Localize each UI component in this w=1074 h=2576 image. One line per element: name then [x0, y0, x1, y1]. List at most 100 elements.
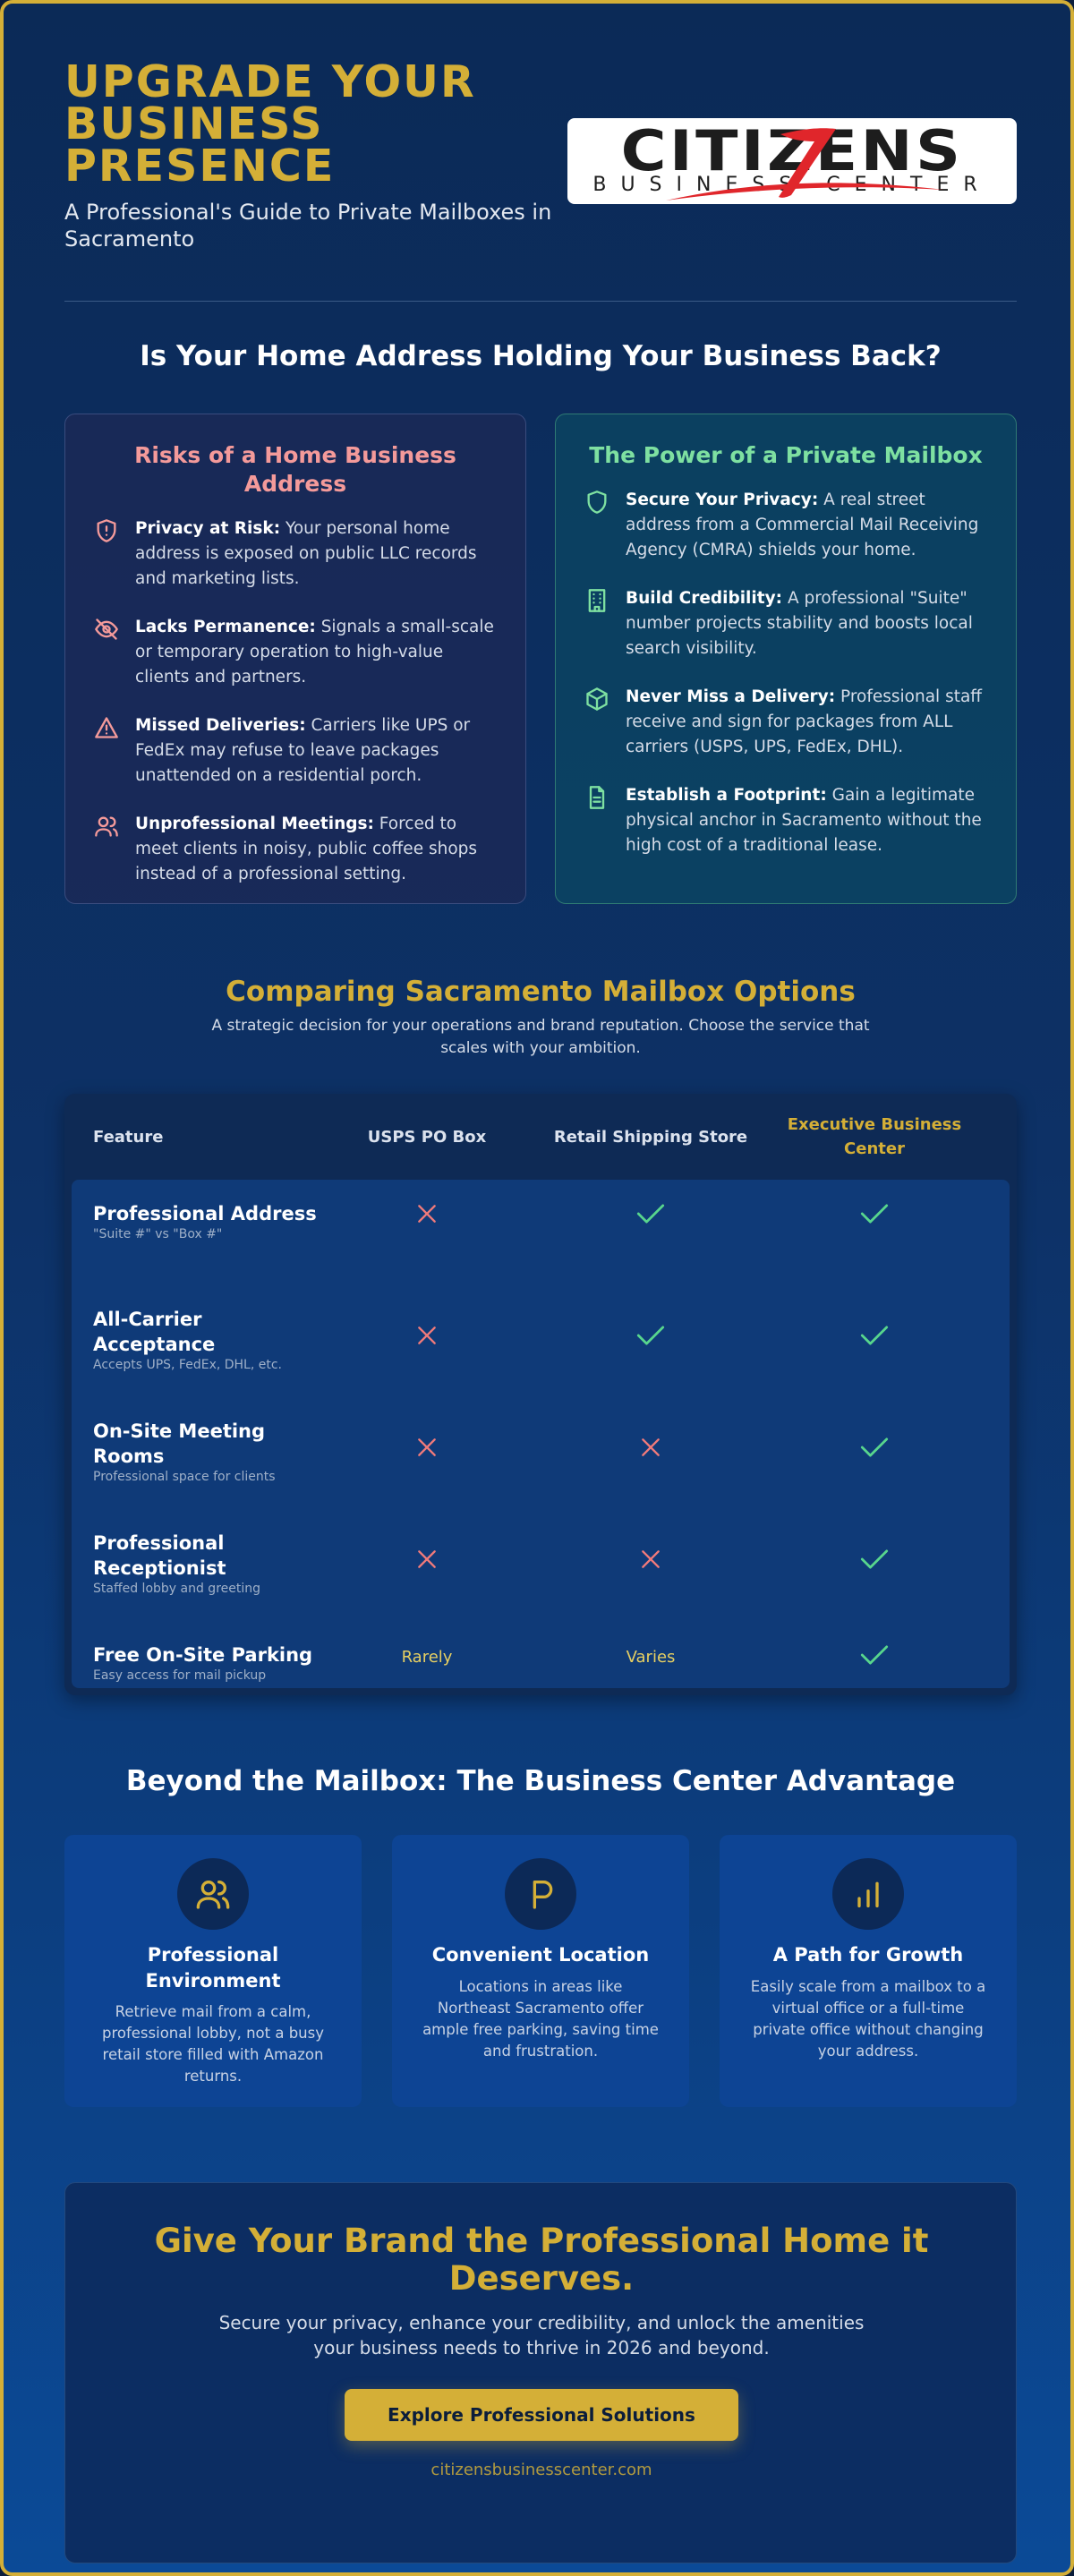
- advantage-card: A Path for Growth Easily scale from a ma…: [720, 1835, 1017, 2107]
- feature-description: Staffed lobby and greeting: [93, 1582, 261, 1596]
- cross-icon: [415, 1324, 439, 1351]
- risks-card: Risks of a Home Business Address Privacy…: [64, 414, 526, 904]
- table-cell: [315, 1543, 539, 1579]
- advantage-card-text: Locations in areas like Northeast Sacram…: [422, 1978, 659, 2060]
- feature-name: Free On-Site Parking: [93, 1644, 313, 1666]
- feature-description: Accepts UPS, FedEx, DHL, etc.: [93, 1358, 283, 1372]
- intro-title: Is Your Home Address Holding Your Busine…: [140, 340, 942, 372]
- advantage-card-title: Professional Environment: [145, 1944, 281, 1992]
- table-row: Professional Address "Suite #" vs "Box #": [72, 1180, 1010, 1285]
- header-usps: USPS PO Box: [367, 1127, 487, 1147]
- cross-icon: [639, 1436, 662, 1463]
- package-icon: [586, 687, 608, 711]
- users-icon: [196, 1881, 230, 1909]
- advantage-card-title: Convenient Location: [431, 1944, 650, 1966]
- check-icon: [860, 1324, 889, 1351]
- check-icon: [860, 1202, 889, 1229]
- advantage-title: Beyond the Mailbox: The Business Center …: [125, 1765, 956, 1797]
- risk-item: Privacy at Risk: Your personal home addr…: [94, 516, 497, 592]
- header-retail: Retail Shipping Store: [553, 1127, 748, 1147]
- table-cell: [763, 1198, 986, 1233]
- website-link[interactable]: citizensbusinesscenter.com: [430, 2461, 652, 2479]
- table-cell: [315, 1319, 539, 1355]
- table-cell: [539, 1319, 763, 1355]
- explore-solutions-button[interactable]: Explore Professional Solutions: [345, 2389, 738, 2441]
- feature-name: On-Site Meeting Rooms: [93, 1420, 266, 1467]
- warning-triangle-icon: [95, 717, 118, 738]
- advantage-card: Convenient Location Locations in areas l…: [392, 1835, 689, 2107]
- hero-subtitle: A Professional's Guide to Private Mailbo…: [64, 200, 552, 252]
- value-text: Varies: [626, 1647, 676, 1667]
- power-title: The Power of a Private Mailbox: [589, 442, 983, 468]
- advantage-card: Professional Environment Retrieve mail f…: [64, 1835, 362, 2107]
- feature-name: Professional Address: [93, 1203, 317, 1224]
- table-cell: [763, 1543, 986, 1579]
- parking-icon: [533, 1881, 553, 1909]
- cta-section: Give Your Brand the Professional Home it…: [64, 2182, 1017, 2563]
- feature-description: Easy access for mail pickup: [93, 1668, 267, 1683]
- risk-item: Unprofessional Meetings: Forced to meet …: [94, 812, 497, 887]
- shield-alert-icon: [97, 519, 116, 542]
- table-body: Professional Address "Suite #" vs "Box #"…: [72, 1180, 1010, 1688]
- hero-title: UPGRADE YOUR BUSINESS PRESENCE: [64, 56, 476, 192]
- risk-item: Missed Deliveries: Carriers like UPS or …: [94, 713, 497, 789]
- risks-title: Risks of a Home Business Address: [134, 442, 456, 497]
- check-icon: [636, 1202, 665, 1229]
- table-cell: [315, 1431, 539, 1467]
- power-item: Establish a Footprint: Gain a legitimate…: [584, 783, 987, 858]
- table-cell: [763, 1431, 986, 1467]
- check-icon: [860, 1436, 889, 1463]
- feature-description: Professional space for clients: [93, 1470, 276, 1484]
- users-icon: [95, 816, 118, 837]
- cta-title: Give Your Brand the Professional Home it…: [154, 2222, 929, 2298]
- feature-description: "Suite #" vs "Box #": [93, 1227, 223, 1241]
- cross-icon: [639, 1548, 662, 1574]
- cross-icon: [415, 1436, 439, 1463]
- advantage-card-title: A Path for Growth: [772, 1944, 964, 1966]
- eye-off-icon: [95, 618, 118, 640]
- header-divider: [64, 301, 1017, 302]
- document-icon: [589, 786, 605, 809]
- table-cell: [539, 1431, 763, 1467]
- table-cell: [315, 1198, 539, 1233]
- header-feature: Feature: [93, 1127, 164, 1147]
- check-icon: [860, 1643, 889, 1670]
- table-cell: [539, 1198, 763, 1233]
- power-item: Build Credibility: A professional "Suite…: [584, 586, 987, 661]
- comparison-title: Comparing Sacramento Mailbox Options: [226, 976, 856, 1008]
- advantage-card-text: Retrieve mail from a calm, professional …: [101, 2003, 324, 2085]
- shield-icon: [587, 490, 607, 514]
- header: UPGRADE YOUR BUSINESS PRESENCE A Profess…: [64, 56, 1017, 258]
- feature-name: Professional Receptionist: [93, 1532, 226, 1579]
- header-executive: Executive Business Center: [787, 1115, 962, 1158]
- power-item: Secure Your Privacy: A real street addre…: [584, 488, 987, 563]
- risk-item: Lacks Permanence: Signals a small-scale …: [94, 615, 497, 690]
- table-cell: [539, 1543, 763, 1579]
- check-icon: [860, 1548, 889, 1574]
- comparison-table: Feature USPS PO Box Retail Shipping Stor…: [64, 1094, 1017, 1695]
- cross-icon: [415, 1202, 439, 1229]
- table-cell: Varies: [539, 1639, 763, 1675]
- feature-name: All-Carrier Acceptance: [93, 1309, 216, 1355]
- comparison-subtitle: A strategic decision for your operations…: [211, 1017, 870, 1057]
- power-card: The Power of a Private Mailbox Secure Yo…: [555, 414, 1017, 904]
- advantage-card-text: Easily scale from a mailbox to a virtual…: [750, 1978, 986, 2060]
- building-icon: [588, 589, 606, 612]
- table-cell: Rarely: [315, 1639, 539, 1675]
- table-cell: [763, 1639, 986, 1675]
- bar-chart-icon: [857, 1881, 879, 1907]
- cta-text: Secure your privacy, enhance your credib…: [218, 2312, 865, 2358]
- check-icon: [636, 1324, 665, 1351]
- logo-swoosh-icon: [666, 128, 943, 200]
- table-header: Feature USPS PO Box Retail Shipping Stor…: [64, 1094, 1017, 1180]
- value-text: Rarely: [401, 1647, 453, 1667]
- cross-icon: [415, 1548, 439, 1574]
- power-item: Never Miss a Delivery: Professional staf…: [584, 685, 987, 760]
- table-cell: [763, 1319, 986, 1355]
- logo: CITIZENS BUSINESS CENTER: [567, 118, 1017, 204]
